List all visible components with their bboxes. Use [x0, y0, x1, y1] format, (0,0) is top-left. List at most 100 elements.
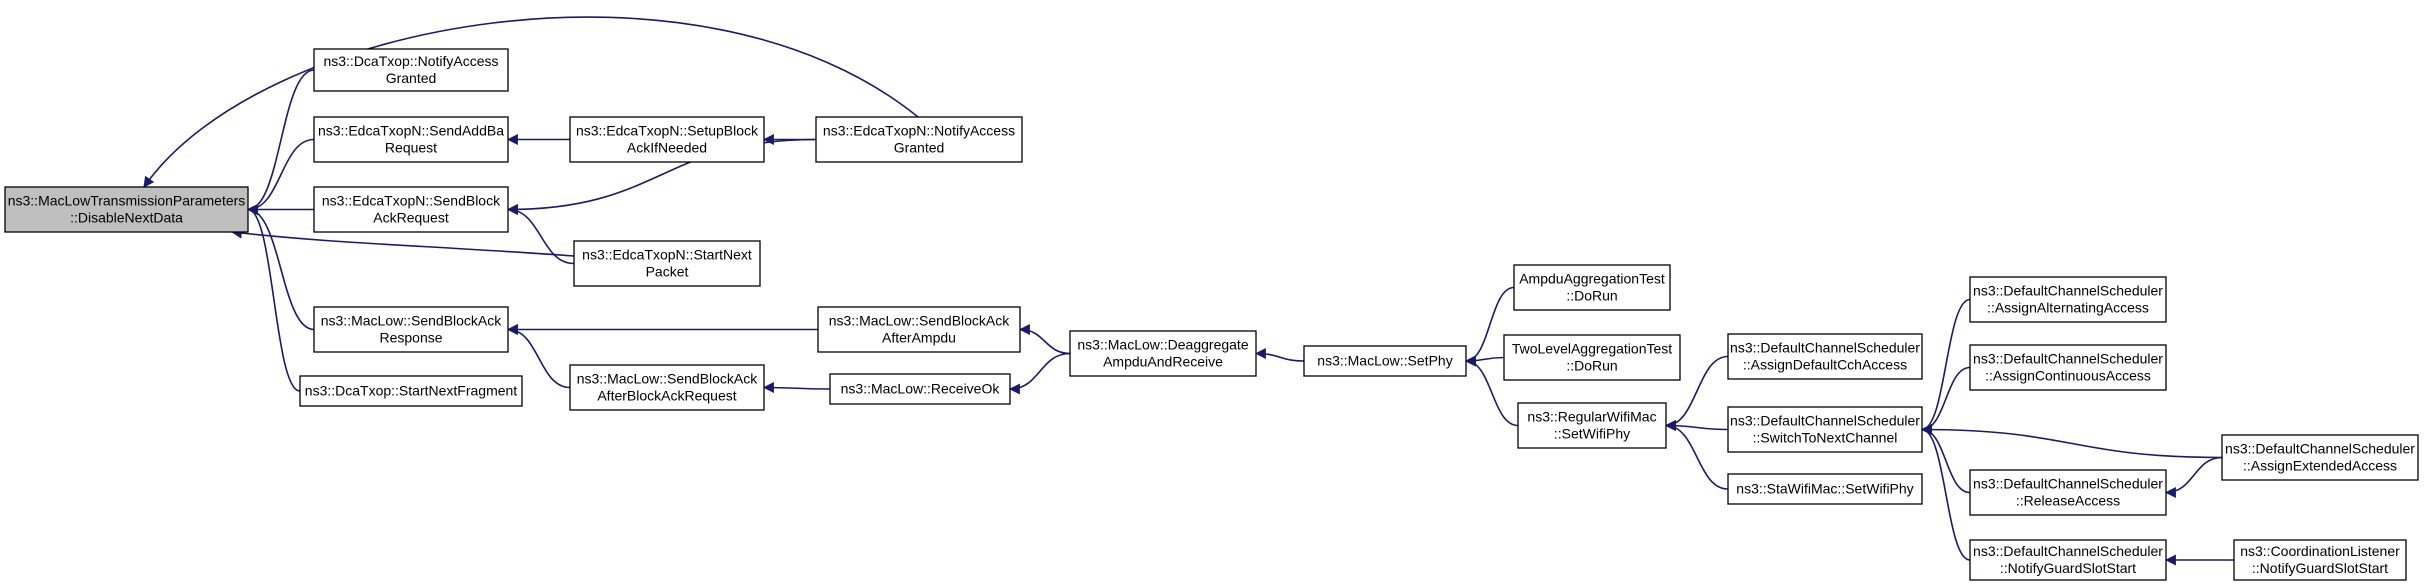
graph-node-n5[interactable]: ns3::DcaTxop::StartNextFragment: [299, 375, 523, 407]
node-label: ::SetWifiPhy: [1554, 426, 1630, 442]
node-box[interactable]: [1727, 473, 1923, 505]
node-label: ns3::DefaultChannelScheduler: [1973, 283, 2163, 299]
node-label: ::AssignAlternatingAccess: [1987, 300, 2149, 316]
node-box[interactable]: [1727, 406, 1923, 453]
node-label: ::AssignContinuousAccess: [1985, 368, 2151, 384]
edge-n1-n0: [246, 69, 315, 215]
node-box[interactable]: [313, 186, 509, 233]
node-label: ns3::EdcaTxopN::SetupBlock: [576, 123, 759, 139]
node-box[interactable]: [1969, 539, 2167, 581]
node-box[interactable]: [1517, 402, 1667, 449]
node-label: ns3::MacLow::ReceiveOk: [841, 381, 1001, 397]
node-label: Granted: [386, 70, 437, 86]
node-box[interactable]: [299, 375, 523, 407]
edge-n8-n0: [143, 16, 919, 188]
graph-node-n13[interactable]: ns3::MacLow::SetPhy: [1303, 345, 1467, 377]
node-box[interactable]: [1969, 469, 2167, 516]
edge-n2-n0: [246, 138, 315, 215]
graph-node-n22[interactable]: ns3::DefaultChannelScheduler::ReleaseAcc…: [1969, 469, 2167, 516]
node-box[interactable]: [4, 186, 249, 233]
node-label: ns3::MacLow::Deaggregate: [1077, 337, 1248, 353]
edge-n16-n13: [1464, 355, 1519, 427]
graph-node-n23[interactable]: ns3::DefaultChannelScheduler::NotifyGuar…: [1969, 539, 2167, 581]
node-box[interactable]: [2233, 539, 2407, 581]
edge-n21-n18: [1920, 366, 1971, 435]
node-label: ns3::MacLow::SetPhy: [1317, 353, 1452, 369]
graph-node-n25[interactable]: ns3::CoordinationListener::NotifyGuardSl…: [2233, 539, 2407, 581]
node-label: ns3::DefaultChannelScheduler: [1973, 543, 2163, 559]
node-box[interactable]: [1069, 330, 1257, 377]
edge-n24-n22: [2164, 456, 2223, 498]
node-label: ns3::DcaTxop::NotifyAccess: [323, 53, 498, 69]
node-box[interactable]: [569, 116, 765, 163]
edge-n4-n0: [246, 204, 315, 331]
node-box[interactable]: [1969, 276, 2167, 323]
graph-node-n10[interactable]: ns3::MacLow::SendBlockAckAfterBlockAckRe…: [569, 364, 765, 411]
graph-node-n21[interactable]: ns3::DefaultChannelScheduler::AssignCont…: [1969, 344, 2167, 391]
node-box[interactable]: [1513, 264, 1671, 311]
node-label: ::SwitchToNextChannel: [1753, 430, 1898, 446]
graph-node-n16[interactable]: ns3::RegularWifiMac::SetWifiPhy: [1517, 402, 1667, 449]
edge-n19-n16: [1664, 420, 1729, 490]
graph-node-n14[interactable]: AmpduAggregationTest::DoRun: [1513, 264, 1671, 311]
node-label: AmpduAggregationTest: [1519, 271, 1665, 287]
node-box[interactable]: [313, 116, 509, 163]
node-box[interactable]: [573, 240, 761, 287]
node-label: TwoLevelAggregationTest: [1512, 341, 1672, 357]
edge-n7-n0: [230, 227, 575, 257]
node-label: Granted: [894, 140, 945, 156]
node-label: ns3::EdcaTxopN::NotifyAccess: [823, 123, 1015, 139]
node-box[interactable]: [1727, 333, 1923, 380]
node-label: ::ReleaseAccess: [2016, 493, 2120, 509]
node-label: ns3::RegularWifiMac: [1527, 409, 1656, 425]
graph-node-n20[interactable]: ns3::DefaultChannelScheduler::AssignAlte…: [1969, 276, 2167, 323]
graph-node-n11[interactable]: ns3::MacLow::ReceiveOk: [829, 373, 1011, 405]
node-box[interactable]: [1303, 345, 1467, 377]
node-label: ::NotifyGuardSlotStart: [2000, 560, 2136, 576]
node-label: ns3::EdcaTxopN::StartNext: [582, 247, 752, 263]
edge-n12-n11: [1008, 352, 1071, 395]
node-box[interactable]: [569, 364, 765, 411]
node-box[interactable]: [313, 306, 509, 353]
node-box[interactable]: [2221, 434, 2419, 481]
graph-node-n15[interactable]: TwoLevelAggregationTest::DoRun: [1503, 334, 1681, 381]
node-box[interactable]: [1503, 334, 1681, 381]
edge-n22-n18: [1920, 424, 1971, 494]
node-box[interactable]: [815, 116, 1023, 163]
graph-node-n24[interactable]: ns3::DefaultChannelScheduler::AssignExte…: [2221, 434, 2419, 481]
node-box[interactable]: [313, 48, 509, 92]
graph-node-n18[interactable]: ns3::DefaultChannelScheduler::SwitchToNe…: [1727, 406, 1923, 453]
node-label: AckIfNeeded: [627, 140, 707, 156]
edge-n20-n18: [1920, 298, 1971, 435]
node-label: Request: [385, 140, 437, 156]
node-label: ns3::DcaTxop::StartNextFragment: [305, 383, 518, 399]
graph-node-n0[interactable]: ns3::MacLowTransmissionParameters::Disab…: [4, 186, 249, 233]
node-label: AckRequest: [373, 210, 449, 226]
node-label: ::DoRun: [1566, 288, 1617, 304]
graph-node-n17[interactable]: ns3::DefaultChannelScheduler::AssignDefa…: [1727, 333, 1923, 380]
node-label: ns3::DefaultChannelScheduler: [1973, 476, 2163, 492]
node-box[interactable]: [1969, 344, 2167, 391]
node-label: ns3::DefaultChannelScheduler: [1730, 340, 1920, 356]
graph-node-n19[interactable]: ns3::StaWifiMac::SetWifiPhy: [1727, 473, 1923, 505]
node-label: ns3::EdcaTxopN::SendBlock: [322, 193, 501, 209]
node-label: AfterAmpdu: [882, 330, 956, 346]
edges-layer: [143, 16, 2234, 566]
node-label: ns3::DefaultChannelScheduler: [2225, 441, 2415, 457]
node-label: ns3::StaWifiMac::SetWifiPhy: [1736, 481, 1913, 497]
node-box[interactable]: [817, 306, 1021, 353]
edge-n10-n4: [506, 324, 571, 389]
node-label: Packet: [646, 264, 689, 280]
node-box[interactable]: [829, 373, 1011, 405]
node-label: ns3::DefaultChannelScheduler: [1730, 413, 1920, 429]
